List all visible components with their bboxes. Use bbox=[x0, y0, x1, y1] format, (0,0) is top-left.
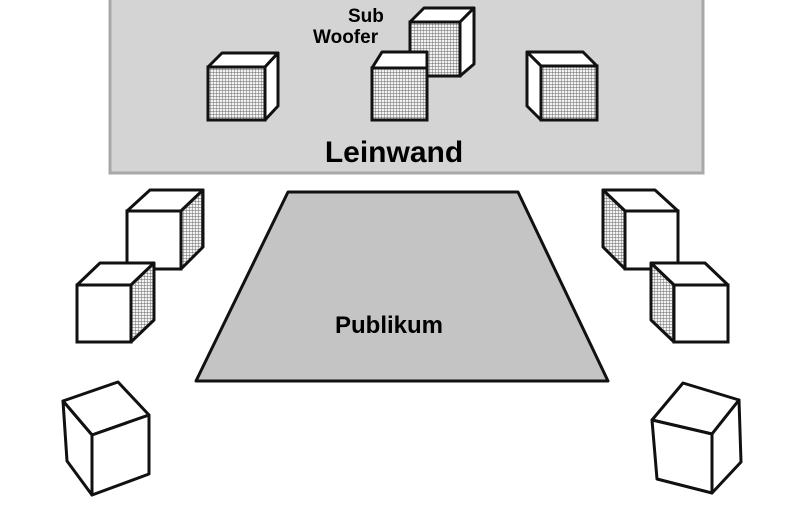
subwoofer-label-line1: Sub bbox=[348, 6, 384, 27]
side-left-speaker-1 bbox=[125, 188, 205, 271]
rear-left-speaker bbox=[61, 380, 151, 497]
side-left-speaker-2 bbox=[75, 261, 156, 344]
subwoofer-label-line2: Woofer bbox=[313, 27, 379, 48]
center-speaker bbox=[370, 50, 429, 122]
rear-right-speaker bbox=[650, 381, 743, 495]
audience-area bbox=[194, 190, 610, 383]
front-left-speaker bbox=[206, 51, 280, 122]
side-right-speaker-2 bbox=[649, 261, 730, 344]
side-right-speaker-1 bbox=[601, 188, 680, 271]
screen-label: Leinwand bbox=[325, 136, 463, 169]
audience-label: Publikum bbox=[335, 312, 443, 339]
front-right-speaker bbox=[525, 50, 599, 122]
